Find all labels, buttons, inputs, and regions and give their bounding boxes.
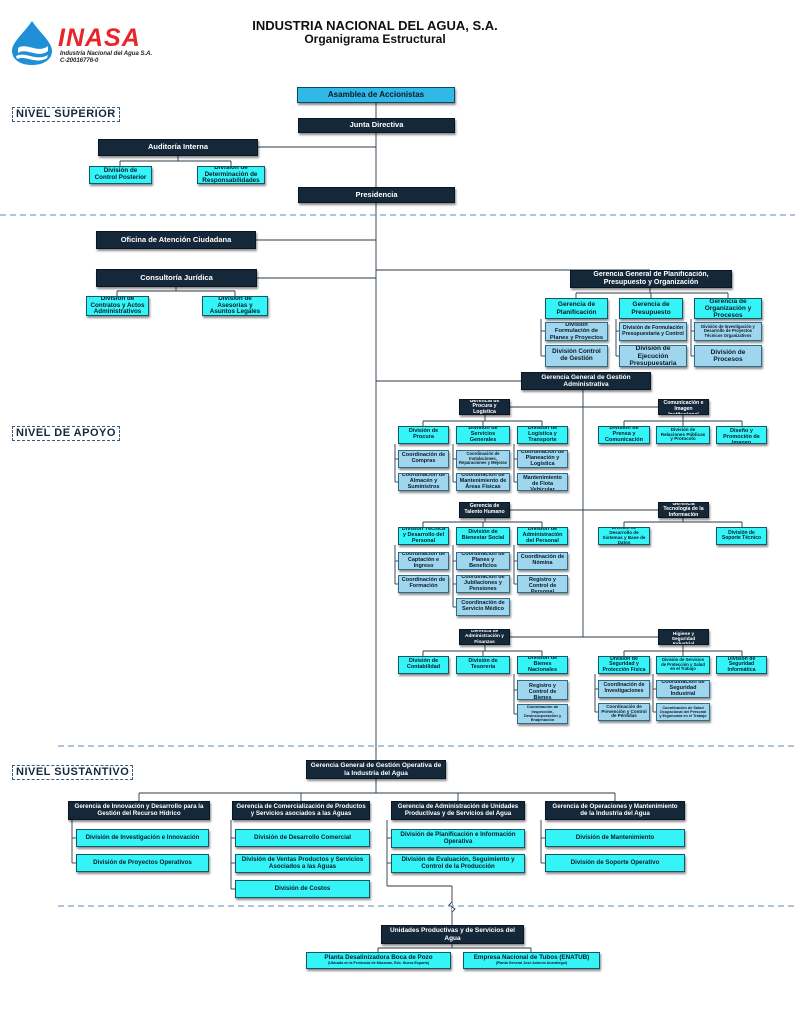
div-servicios-generales-box: División de Servicios Generales [456, 426, 510, 444]
div-costos-box: División de Costos [235, 880, 370, 898]
g-presupuesto-box: Gerencia de Presupuesto [619, 298, 683, 319]
g-comercializacion-box: Gerencia de Comercialización de Producto… [232, 801, 370, 820]
coord-seguridad-industrial-box: Coordinación de Seguridad Industrial [656, 680, 710, 698]
coord-inspeccion-box: Coordinación de Inspección, Desincorpora… [517, 704, 568, 724]
g-operaciones-box: Gerencia de Operaciones y Mantenimiento … [545, 801, 685, 820]
auditoria-box: Auditoría Interna [98, 139, 258, 156]
g-planificacion-box: Gerencia de Planificación [545, 298, 608, 319]
plant-name: Empresa Nacional de Tubos (ENATUB) [473, 954, 590, 962]
div-desarrollo-comercial-box: División de Desarrollo Comercial [235, 829, 370, 847]
org-name: INDUSTRIA NACIONAL DEL AGUA, S.A. [252, 18, 498, 33]
div-logistica-box: División de Logística y Transporte [517, 426, 568, 444]
div-procura-box: División de Procura [398, 426, 449, 444]
g-admin-finanzas-box: Gerencia de Administración y Finanzas [459, 629, 510, 645]
coord-registro-personal-box: Coordinación de Registro y Control de Pe… [517, 575, 568, 593]
enatub-box: Empresa Nacional de Tubos (ENATUB)(Plant… [463, 952, 600, 969]
g-higiene-box: Gerencia de Higiene y Seguridad Industri… [658, 629, 709, 645]
div-seguridad-fisica-box: División de Seguridad y Protección Físic… [598, 656, 650, 674]
logo-subtitle: Industria Nacional del Agua S.A. [60, 51, 153, 57]
div-evaluacion-box: División de Evaluación, Seguimiento y Co… [391, 854, 525, 873]
coord-planes-beneficios-box: Coordinación de Planes y Beneficios [456, 552, 510, 570]
g-comunicacion-box: Gerencia de Comunicación e Imagen Instit… [658, 399, 709, 415]
div-tecnica-personal-box: División Técnica y Desarrollo del Person… [398, 527, 449, 545]
g-procura-box: Gerencia de Procura y Logística [459, 399, 510, 415]
div-soporte-tecnico-box: División de Soporte Técnico [716, 527, 767, 545]
div-tesoreria-box: División de Tesorería [456, 656, 510, 674]
div-mantenimiento-box: División de Mantenimiento [545, 829, 685, 847]
g-admin-unidades-box: Gerencia de Administración de Unidades P… [391, 801, 525, 820]
consultoria-box: Consultoría Jurídica [96, 269, 257, 287]
g-talento-box: Gerencia de Talento Humano [459, 502, 510, 518]
div-asesorias-box: División de Asesorías y Asuntos Legales [202, 296, 268, 316]
coord-investigaciones-box: Coordinación de Investigaciones [598, 680, 650, 698]
div-contratos-box: División de Contratos y Actos Administra… [86, 296, 149, 316]
div-investigacion-org-box: División de Investigación y Desarrollo d… [694, 322, 762, 341]
g-innovacion-box: Gerencia de Innovación y Desarrollo para… [68, 801, 210, 820]
div-contabilidad-box: División de Contabilidad [398, 656, 449, 674]
gg-gestion-admin-box: Gerencia General de Gestión Administrati… [521, 372, 651, 390]
plant-location-note: (Planta General José Antonio Anzoátegui) [495, 960, 568, 965]
chart-title: Organigrama Estructural [304, 32, 446, 46]
div-servicios-trabajo-box: División de Servicios de Protección y Sa… [656, 656, 710, 674]
level-superior-label: NIVEL SUPERIOR [12, 107, 120, 122]
break-mark-icon [448, 901, 456, 913]
planta-desalinizadora-box: Planta Desalinizadora Boca de Pozo(Ubica… [306, 952, 451, 969]
coord-prevencion-box: Coordinación de Prevención y Control de … [598, 703, 650, 721]
oac-box: Oficina de Atención Ciudadana [96, 231, 256, 249]
coord-almacen-box: Coordinación de Almacén y Suministros [398, 473, 449, 491]
div-control-gestion-box: División Control de Gestión [545, 345, 608, 367]
div-sistemas-box: División de Desarrollo de Sistemas y Bas… [598, 527, 650, 545]
div-control-posterior-box: División de Control Posterior [89, 166, 152, 184]
div-formulacion-planes-box: División Formulación de Planes y Proyect… [545, 322, 608, 341]
div-relaciones-box: División de Relaciones Públicas y Protoc… [656, 426, 710, 444]
unidades-box: Unidades Productivas y de Servicios del … [381, 925, 524, 944]
coord-servicio-medico-box: Coordinación de Servicio Médico [456, 598, 510, 616]
coord-nomina-box: Coordinación de Nómina [517, 552, 568, 570]
asamblea-box: Asamblea de Accionistas [297, 87, 455, 103]
div-bienes-box: División de Bienes Nacionales [517, 656, 568, 674]
logo-rif: C-20016776-0 [60, 58, 99, 64]
g-organizacion-box: Gerencia de Organización y Procesos [694, 298, 762, 319]
water-drop-icon [12, 21, 52, 65]
coord-instalaciones-box: Coordinación de Instalaciones, Reparacio… [456, 450, 510, 468]
div-admin-personal-box: División de Administración del Personal [517, 527, 568, 545]
coord-registro-bienes-box: Coordinación de Registro y Control de Bi… [517, 680, 568, 700]
coord-captacion-box: Coordinación de Captación e Ingreso [398, 552, 449, 570]
div-ventas-box: División de Ventas Productos y Servicios… [235, 854, 370, 873]
div-formulacion-presup-box: División de Formulación Presupuestaria y… [619, 322, 687, 341]
div-procesos-box: División de Procesos [694, 345, 762, 367]
div-proyectos-operativos-box: División de Proyectos Operativos [76, 854, 209, 872]
plant-name: Planta Desalinizadora Boca de Pozo [324, 954, 433, 962]
gg-operativa-box: Gerencia General de Gestión Operativa de… [306, 760, 446, 779]
div-prensa-box: División de Prensa y Comunicación [598, 426, 650, 444]
coord-jubilaciones-box: Coordinación de Jubilaciones y Pensiones [456, 575, 510, 593]
coord-mant-flota-box: Coordinación de Mantenimiento de Flota V… [517, 473, 568, 491]
div-ejecucion-presup-box: División de Ejecución Presupuestaria [619, 345, 687, 367]
logo-wordmark: INASA [58, 24, 141, 52]
plant-location-note: (Ubicada en la Península de Macanao, Edo… [328, 960, 429, 965]
div-planificacion-info-box: División de Planificación e Información … [391, 829, 525, 848]
level-sustantivo-label: NIVEL SUSTANTIVO [12, 765, 134, 780]
div-responsabilidades-box: División de Determinación de Responsabil… [197, 166, 265, 184]
div-soporte-operativo-box: División de Soporte Operativo [545, 854, 685, 872]
presidencia-box: Presidencia [298, 187, 455, 203]
coord-mant-areas-box: Coordinación de Mantenimiento de Áreas F… [456, 473, 510, 491]
div-diseno-box: División de Diseño y Promoción de Imagen [716, 426, 767, 444]
coord-formacion-box: Coordinación de Formación [398, 575, 449, 593]
coord-compras-box: Coordinación de Compras [398, 450, 449, 468]
coord-salud-ocupacional-box: Coordinación de Salud Ocupacional del Pe… [656, 703, 710, 721]
gg-planificacion-box: Gerencia General de Planificación, Presu… [570, 270, 732, 288]
junta-box: Junta Directiva [298, 118, 455, 133]
coord-planeacion-log-box: Coordinación de Planeación y Logística [517, 450, 568, 468]
div-seguridad-informatica-box: División de Seguridad Informática [716, 656, 767, 674]
div-investigacion-innovacion-box: División de Investigación e Innovación [76, 829, 209, 847]
div-bienestar-box: División de Bienestar Social [456, 527, 510, 545]
g-tecnologia-box: Gerencia Tecnología de la Información [658, 502, 709, 518]
inasa-logo: INASA Industria Nacional del Agua S.A. C… [4, 18, 179, 66]
level-apoyo-label: NIVEL DE APOYO [12, 426, 120, 441]
